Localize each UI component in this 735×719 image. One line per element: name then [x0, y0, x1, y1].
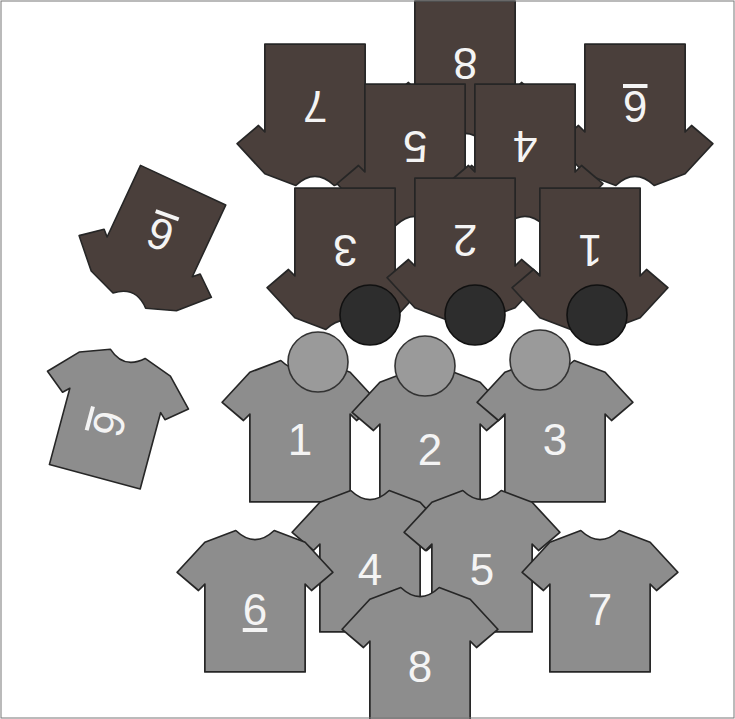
jersey-number: 7: [588, 588, 612, 632]
number-holder: 4: [290, 495, 450, 645]
jersey-number: 8: [453, 41, 477, 85]
jersey: 5: [335, 83, 495, 233]
jersey-shape: [24, 334, 198, 495]
number-holder: 7: [520, 535, 680, 685]
jersey: 5: [402, 483, 562, 633]
jersey-number: 3: [543, 418, 567, 462]
jersey-shape: [177, 531, 333, 672]
number-holder: 6: [555, 31, 715, 181]
number-holder: 1: [220, 365, 380, 515]
jersey-shape: [557, 44, 713, 185]
number-holder: 8: [385, 0, 545, 138]
number-holder: 4: [445, 71, 605, 221]
jersey-shape: [522, 531, 678, 672]
jersey-number: 6: [243, 588, 267, 632]
jersey-shape: [63, 154, 249, 331]
jersey-number: 7: [303, 84, 327, 128]
number-holder: 6: [34, 356, 184, 491]
player-head: [340, 285, 400, 345]
jersey: 6: [80, 178, 230, 313]
jersey-number: 5: [403, 124, 427, 168]
player-head: [288, 332, 348, 392]
number-holder: 6: [85, 167, 235, 302]
jersey: 6: [37, 345, 187, 480]
jersey-number: 1: [578, 228, 602, 272]
jersey-number: 1: [288, 418, 312, 462]
jersey-number: 3: [333, 228, 357, 272]
jersey-number: 4: [513, 124, 537, 168]
jersey-number: 4: [358, 548, 382, 592]
jersey: 6: [555, 43, 715, 193]
jersey-number: 6: [623, 84, 647, 128]
number-holder: 5: [402, 495, 562, 645]
jersey-number: 6: [84, 406, 133, 441]
jersey: 7: [235, 43, 395, 193]
jersey: 6: [175, 523, 335, 673]
jersey-number: 8: [408, 645, 432, 689]
jersey-shape: [342, 588, 498, 719]
number-holder: 5: [335, 71, 495, 221]
player-head: [395, 336, 455, 396]
jersey-number: 5: [470, 548, 494, 592]
jersey-number: 2: [453, 218, 477, 262]
jersey: 4: [445, 83, 605, 233]
jersey-number: 6: [141, 209, 179, 259]
number-holder: 8: [340, 592, 500, 719]
jersey: 7: [520, 523, 680, 673]
player-head: [567, 285, 627, 345]
number-holder: 7: [235, 31, 395, 181]
player-head: [510, 330, 570, 390]
jersey: 4: [290, 483, 450, 633]
jersey: 8: [340, 580, 500, 719]
number-holder: 3: [475, 365, 635, 515]
number-holder: 6: [175, 535, 335, 685]
number-holder: 2: [350, 375, 510, 525]
jersey-number: 2: [418, 428, 442, 472]
player-head: [445, 285, 505, 345]
